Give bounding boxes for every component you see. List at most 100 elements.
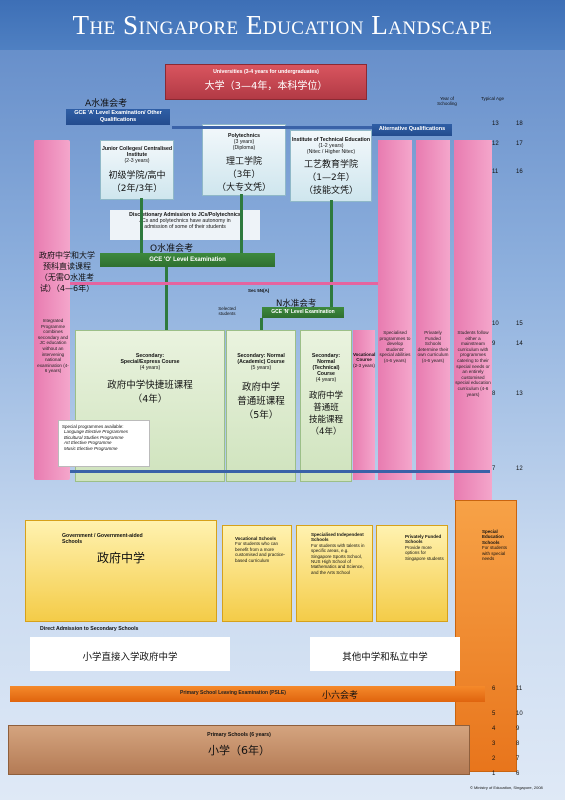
junior-colleges-box: Junior Colleges/ Centralised Institute (… xyxy=(100,140,174,200)
age-tick-label: 11 xyxy=(516,686,523,692)
gov-schools-title: Government / Government-aided Schools xyxy=(62,533,143,545)
page-title: The Singapore Education Landscape xyxy=(0,0,565,50)
connector-line xyxy=(260,318,263,330)
integrated-programme-text: Integrated Programme combines secondary … xyxy=(37,318,69,374)
express-years: (4 years) xyxy=(139,365,161,371)
n-level-label: GCE 'N' Level Examination xyxy=(271,309,335,315)
special-programmes-title: Special programmes available: xyxy=(62,424,124,429)
discretionary-title: Discretionary Admission to JCs/Polytechn… xyxy=(129,212,241,218)
normal-academic-box: Secondary: Normal (Academic) Course (5 y… xyxy=(226,330,296,482)
special-programme-item: Language Elective Programmes xyxy=(64,429,129,435)
specialised-independent-title: Specialised Independent Schools xyxy=(311,532,364,543)
express-zh-years: （4年） xyxy=(132,394,168,405)
connector-line xyxy=(172,126,372,129)
vocational-schools-title: Vocational Schools xyxy=(235,536,277,541)
privately-funded-box: Privately Funded Schools Provide more op… xyxy=(376,525,448,622)
normal-academic-years: (5 years) xyxy=(250,365,272,371)
age-tick-label: 16 xyxy=(516,169,523,175)
n-level-bar: GCE 'N' Level Examination xyxy=(262,307,344,318)
normal-technical-years: (4 years) xyxy=(315,377,337,383)
connector-line xyxy=(70,282,378,285)
special-education-title: Special Education Schools xyxy=(482,529,504,545)
ite-cert: (Nitec / Higher Nitec) xyxy=(306,149,356,155)
special-education-text: For students with special needs xyxy=(482,545,508,562)
ite-zh-years: （1—2年） xyxy=(307,173,355,183)
vocational-schools-text: For students who can benefit from a more… xyxy=(235,541,286,563)
ite-years: (1-2 years) xyxy=(318,143,344,149)
discretionary-admission-box: Discretionary Admission to JCs/Polytechn… xyxy=(110,210,260,240)
normal-academic-zh-years: （5年） xyxy=(243,410,279,421)
sec5-label: Sec 5N(A) xyxy=(248,288,270,293)
age-tick-label: 12 xyxy=(516,466,523,472)
year-tick-label: 13 xyxy=(492,121,499,127)
connector-line xyxy=(140,198,143,253)
n-level-zh: N水准会考 xyxy=(276,299,317,309)
connector-line xyxy=(70,470,490,473)
ite-zh-cert: （技能文凭） xyxy=(303,186,358,196)
specialised-independent-box: Specialised Independent Schools For stud… xyxy=(296,525,373,622)
year-tick-label: 10 xyxy=(492,321,499,327)
special-programmes-box: Special programmes available: Language E… xyxy=(58,420,150,467)
age-tick-label: 8 xyxy=(516,741,520,747)
vocational-course-box: Vocational Course (2-3 years) xyxy=(353,330,375,480)
primary-title: Primary Schools (6 years) xyxy=(207,732,271,738)
year-tick-label: 2 xyxy=(492,756,496,762)
connector-line xyxy=(165,267,168,330)
year-tick-label: 3 xyxy=(492,741,496,747)
vocational-schools-box: Vocational Schools For students who can … xyxy=(222,525,292,622)
normal-academic-zh: 政府中学 xyxy=(241,382,280,393)
age-tick-label: 13 xyxy=(516,391,523,397)
other-schools-box: 其他中学和私立中学 xyxy=(310,637,460,671)
privately-funded-title: Privately Funded Schools xyxy=(405,534,442,545)
normal-technical-zh-years: （4年） xyxy=(310,427,342,437)
normal-technical-title: Secondary: Normal (Technical) Course xyxy=(311,353,341,377)
polytechnics-title: Polytechnics xyxy=(227,133,260,139)
junior-colleges-title: Junior Colleges/ Centralised Institute xyxy=(101,146,173,158)
copyright-text: © Ministry of Education, Singapore, 2008 xyxy=(470,785,543,790)
ite-box: Institute of Technical Education (1-2 ye… xyxy=(290,130,372,202)
normal-academic-zh2: 普通班课程 xyxy=(237,396,285,407)
age-tick-label: 6 xyxy=(516,771,520,777)
specialised-independent-text: For students with talents in specific ar… xyxy=(311,542,365,575)
direct-admission-title: Direct Admission to Secondary Schools xyxy=(40,626,139,632)
normal-technical-zh: 政府中学 xyxy=(308,391,343,401)
a-level-label: GCE 'A' Level Examination/ Other Qualifi… xyxy=(74,110,162,123)
primary-zh: 小学（6年） xyxy=(208,744,270,757)
privately-funded-text: Privately Funded Schools determine their… xyxy=(417,330,449,363)
universities-zh: 大学（3—4年，本科学位） xyxy=(204,81,328,92)
o-level-label: GCE 'O' Level Examination xyxy=(149,257,226,263)
polytechnics-box: Polytechnics (3 years) (Diploma) 理工学院 （3… xyxy=(202,124,286,196)
specialised-programmes-text: Specialised programmes to develop studen… xyxy=(379,330,411,363)
ite-title: Institute of Technical Education xyxy=(291,137,370,143)
privately-funded-bar xyxy=(416,140,450,480)
special-programme-item: Music Elective Programme xyxy=(64,445,118,451)
alternative-qualifications-bar: Alternative Qualifications xyxy=(372,124,452,136)
age-tick-label: 18 xyxy=(516,121,523,127)
special-programme-item: Bicultural Studies Programme xyxy=(64,434,124,440)
universities-box: Universities (3-4 years for undergraduat… xyxy=(165,64,367,100)
year-of-schooling-label: Year of Schooling xyxy=(437,96,457,107)
normal-technical-zh2: 普通班 xyxy=(313,403,339,413)
vocational-course-years: (2-3 years) xyxy=(353,362,375,368)
express-title: Secondary: Special/Express Course xyxy=(120,353,180,365)
alternative-qualifications-label: Alternative Qualifications xyxy=(378,126,446,132)
polytechnics-diploma: (Diploma) xyxy=(232,145,256,151)
connector-line xyxy=(240,194,243,253)
age-tick-label: 10 xyxy=(516,711,523,717)
polytechnics-years: (3 years) xyxy=(233,139,255,145)
junior-colleges-years: (2-3 years) xyxy=(124,158,150,164)
age-tick-label: 9 xyxy=(516,726,520,732)
special-needs-text: Students follow either a mainstream curr… xyxy=(455,330,491,397)
universities-title: Universities (3-4 years for undergraduat… xyxy=(213,69,319,75)
psle-zh: 小六会考 xyxy=(322,691,359,701)
express-zh: 政府中学快捷班课程 xyxy=(107,380,193,391)
special-programme-item: Art Elective Programme xyxy=(64,440,112,446)
primary-schools-box: Primary Schools (6 years) 小学（6年） xyxy=(8,725,470,775)
direct-admission-box: 小学直接入学政府中学 xyxy=(30,637,230,671)
special-needs-bar xyxy=(454,140,492,500)
o-level-bar: GCE 'O' Level Examination xyxy=(100,253,275,267)
psle-bar: Primary School Leaving Examination (PSLE… xyxy=(10,686,485,702)
